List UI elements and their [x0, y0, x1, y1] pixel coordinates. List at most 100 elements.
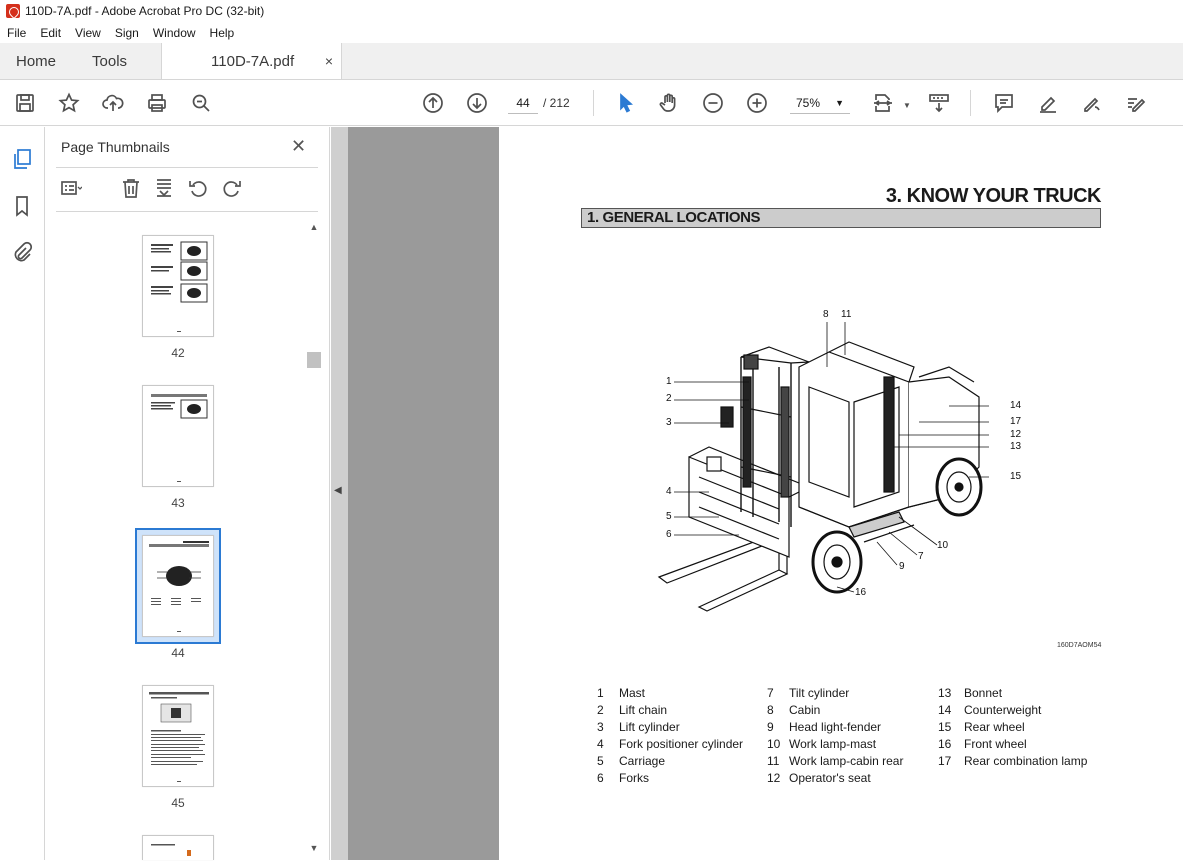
- select-cursor-icon[interactable]: [614, 91, 638, 115]
- legend-number: 11: [767, 754, 780, 768]
- fill-sign-icon[interactable]: [1124, 91, 1148, 115]
- zoom-out-icon[interactable]: [701, 91, 725, 115]
- panel-divider: [56, 167, 318, 168]
- legend-label: Head light-fender: [789, 720, 882, 734]
- options-menu-icon[interactable]: [60, 177, 84, 201]
- print-icon[interactable]: [145, 91, 169, 115]
- draw-icon[interactable]: [1080, 91, 1104, 115]
- bookmark-icon[interactable]: [11, 195, 35, 219]
- legend-number: 16: [938, 737, 952, 751]
- page-thumbnail[interactable]: [142, 235, 214, 337]
- tab-home[interactable]: Home: [0, 43, 72, 79]
- scroll-up-icon[interactable]: ▲: [309, 222, 319, 232]
- legend-number: 2: [597, 703, 604, 717]
- tab-document-label: 110D-7A.pdf: [211, 52, 295, 70]
- page-thumbnail[interactable]: [142, 535, 214, 637]
- page-thumbnail[interactable]: [142, 685, 214, 787]
- legend-label: Tilt cylinder: [789, 686, 850, 700]
- legend-label: Bonnet: [964, 686, 1003, 700]
- chevron-down-icon: ▼: [835, 98, 844, 108]
- legend-number: 10: [767, 737, 781, 751]
- figure-code: 160D7AOM54: [1057, 642, 1102, 649]
- pdf-page: 3. KNOW YOUR TRUCK 1. GENERAL LOCATIONS: [499, 127, 1183, 860]
- thumbnail-scrollbar[interactable]: [307, 222, 321, 858]
- menu-view[interactable]: View: [75, 25, 101, 40]
- menu-help[interactable]: Help: [209, 25, 235, 40]
- highlight-icon[interactable]: [1036, 91, 1060, 115]
- legend-number: 14: [938, 703, 952, 717]
- legend-item: 6 Forks: [597, 770, 743, 787]
- window-title: 110D-7A.pdf - Adobe Acrobat Pro DC (32-b…: [25, 4, 265, 18]
- page-thumbnails-icon[interactable]: [11, 148, 35, 172]
- save-icon[interactable]: [13, 91, 37, 115]
- page-thumbnail[interactable]: [142, 835, 214, 860]
- menu-edit[interactable]: Edit: [40, 25, 62, 40]
- star-icon[interactable]: [57, 91, 81, 115]
- tab-home-label: Home: [16, 52, 57, 70]
- legend-number: 15: [938, 720, 952, 734]
- scroll-down-icon[interactable]: ▼: [309, 843, 319, 853]
- tab-tools[interactable]: Tools: [72, 43, 143, 79]
- toolbar: [0, 81, 1183, 126]
- comment-icon[interactable]: [992, 91, 1016, 115]
- panel-collapse-handle[interactable]: ◀: [331, 127, 348, 860]
- hand-icon[interactable]: [657, 91, 681, 115]
- legend-number: 7: [767, 686, 774, 700]
- rotate-left-icon[interactable]: [187, 177, 211, 201]
- tab-close-button[interactable]: ×: [324, 53, 334, 69]
- page-up-icon[interactable]: [421, 91, 445, 115]
- callout-label: 1: [666, 376, 672, 387]
- scroll-mode-icon[interactable]: [927, 91, 951, 115]
- page-down-icon[interactable]: [465, 91, 489, 115]
- callout-label: 11: [841, 309, 852, 320]
- thumbnail-page-number: 43: [171, 496, 185, 510]
- menu-window[interactable]: Window: [152, 25, 196, 40]
- callout-label: 9: [899, 561, 905, 572]
- upload-icon[interactable]: [101, 91, 125, 115]
- page-fit-icon[interactable]: [871, 91, 895, 115]
- tab-document[interactable]: 110D-7A.pdf ×: [161, 43, 343, 79]
- legend-label: Mast: [619, 686, 646, 700]
- legend-label: Work lamp-mast: [789, 737, 877, 751]
- section-title: 1. GENERAL LOCATIONS: [581, 208, 1101, 228]
- legend-number: 6: [597, 771, 604, 785]
- chevron-down-icon[interactable]: ▼: [903, 100, 911, 110]
- callout-label: 14: [1010, 400, 1022, 411]
- panel-close-button[interactable]: ✕: [291, 136, 307, 156]
- legend-item: 11 Work lamp-cabin rear: [767, 753, 903, 770]
- legend-number: 17: [938, 754, 952, 768]
- zoom-in-icon[interactable]: [745, 91, 769, 115]
- legend-item: 7 Tilt cylinder: [767, 685, 903, 702]
- callout-label: 4: [666, 486, 672, 497]
- thumbnail-panel: Page Thumbnails ✕ 42: [46, 127, 330, 860]
- legend-number: 3: [597, 720, 604, 734]
- scrollbar-thumb[interactable]: [307, 352, 321, 368]
- legend-label: Forks: [619, 771, 649, 785]
- legend-number: 1: [597, 686, 604, 700]
- legend-label: Cabin: [789, 703, 821, 717]
- search-zoom-icon[interactable]: [189, 91, 213, 115]
- page-number-input[interactable]: 44: [508, 92, 538, 114]
- delete-icon[interactable]: [120, 177, 144, 201]
- thumbnail-page-number: 42: [171, 346, 185, 360]
- title-bar: 110D-7A.pdf - Adobe Acrobat Pro DC (32-b…: [0, 0, 1183, 22]
- legend-label: Carriage: [619, 754, 666, 768]
- legend-label: Work lamp-cabin rear: [789, 754, 904, 768]
- legend-item: 10 Work lamp-mast: [767, 736, 903, 753]
- zoom-dropdown[interactable]: 75% ▼: [790, 92, 850, 114]
- page-thumbnail[interactable]: [142, 385, 214, 487]
- rotate-right-icon[interactable]: [221, 177, 245, 201]
- extract-page-icon[interactable]: [153, 177, 177, 201]
- attachment-icon[interactable]: [11, 241, 35, 265]
- menu-file[interactable]: File: [7, 25, 27, 40]
- menu-sign[interactable]: Sign: [114, 25, 139, 40]
